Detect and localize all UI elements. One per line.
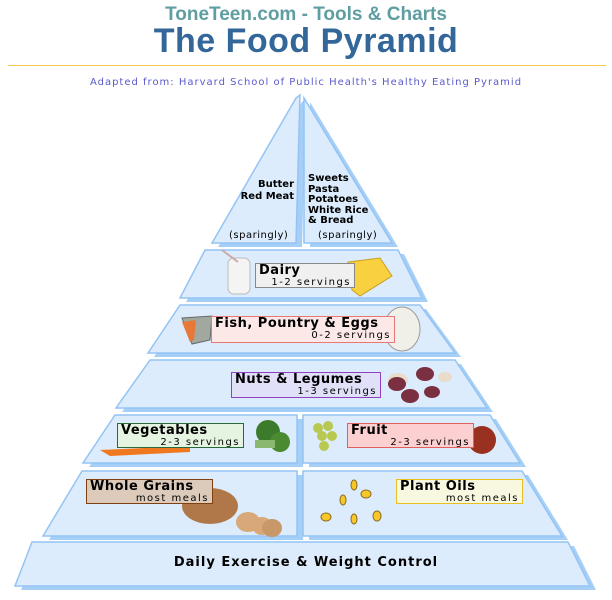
site-name: ToneTeen.com - Tools & Charts: [165, 4, 447, 25]
nuts-label: Nuts & Legumes 1-3 servings: [231, 372, 381, 398]
top-right-items: Sweets Pasta Potatoes White Rice & Bread: [308, 173, 369, 227]
fish-servings: 0-2 servings: [311, 330, 391, 341]
oil-drops-image: [320, 479, 382, 525]
nuts-image: [388, 367, 452, 403]
item-sweets: Sweets: [308, 173, 349, 184]
top-right-note: (sparingly): [318, 230, 378, 241]
top-left-note: (sparingly): [229, 230, 289, 241]
dairy-servings: 1-2 servings: [271, 277, 351, 288]
vegetables-label: Vegetables 2-3 servings: [117, 423, 244, 448]
nuts-name: Nuts & Legumes: [235, 372, 363, 387]
grains-name: Whole Grains: [90, 479, 194, 494]
oils-label: Plant Oils most meals: [396, 479, 523, 504]
apple-image: [468, 426, 496, 454]
item-bread: & Bread: [308, 215, 354, 226]
fruit-name: Fruit: [351, 423, 388, 438]
divider: [8, 65, 606, 66]
fish-label: Fish, Pountry & Eggs 0-2 servings: [211, 316, 395, 343]
grapes-image: [313, 421, 337, 451]
grains-servings: most meals: [135, 493, 209, 504]
oils-servings: most meals: [445, 493, 519, 504]
vegetables-name: Vegetables: [121, 423, 208, 438]
page-title: The Food Pyramid: [153, 22, 459, 60]
item-pasta: Pasta: [308, 183, 340, 195]
top-left-items: Butter Red Meat: [238, 179, 294, 203]
item-butter: Butter: [257, 179, 294, 190]
grains-label: Whole Grains most meals: [86, 479, 213, 504]
dairy-label: Dairy 1-2 servings: [255, 263, 355, 288]
item-potatoes: Potatoes: [308, 194, 359, 205]
carrot-image: [100, 446, 190, 456]
item-white-rice: White Rice: [308, 204, 369, 216]
dairy-name: Dairy: [259, 263, 301, 278]
nuts-servings: 1-3 servings: [297, 386, 377, 397]
base-exercise-label: Daily Exercise & Weight Control: [173, 555, 439, 570]
item-red-meat: Red Meat: [240, 191, 294, 202]
vegetables-servings: 2-3 servings: [160, 437, 240, 448]
fish-name: Fish, Pountry & Eggs: [215, 316, 379, 331]
source-credit: Adapted from: Harvard School of Public H…: [89, 77, 523, 88]
oils-name: Plant Oils: [400, 479, 476, 494]
fruit-servings: 2-3 servings: [390, 437, 470, 448]
tier-base: [13, 541, 592, 587]
milk-glass-image: [221, 249, 251, 295]
fruit-label: Fruit 2-3 servings: [347, 423, 474, 448]
tier-top-right: [303, 95, 394, 244]
broccoli-image: [255, 420, 290, 452]
tier-top-left: [210, 93, 301, 244]
